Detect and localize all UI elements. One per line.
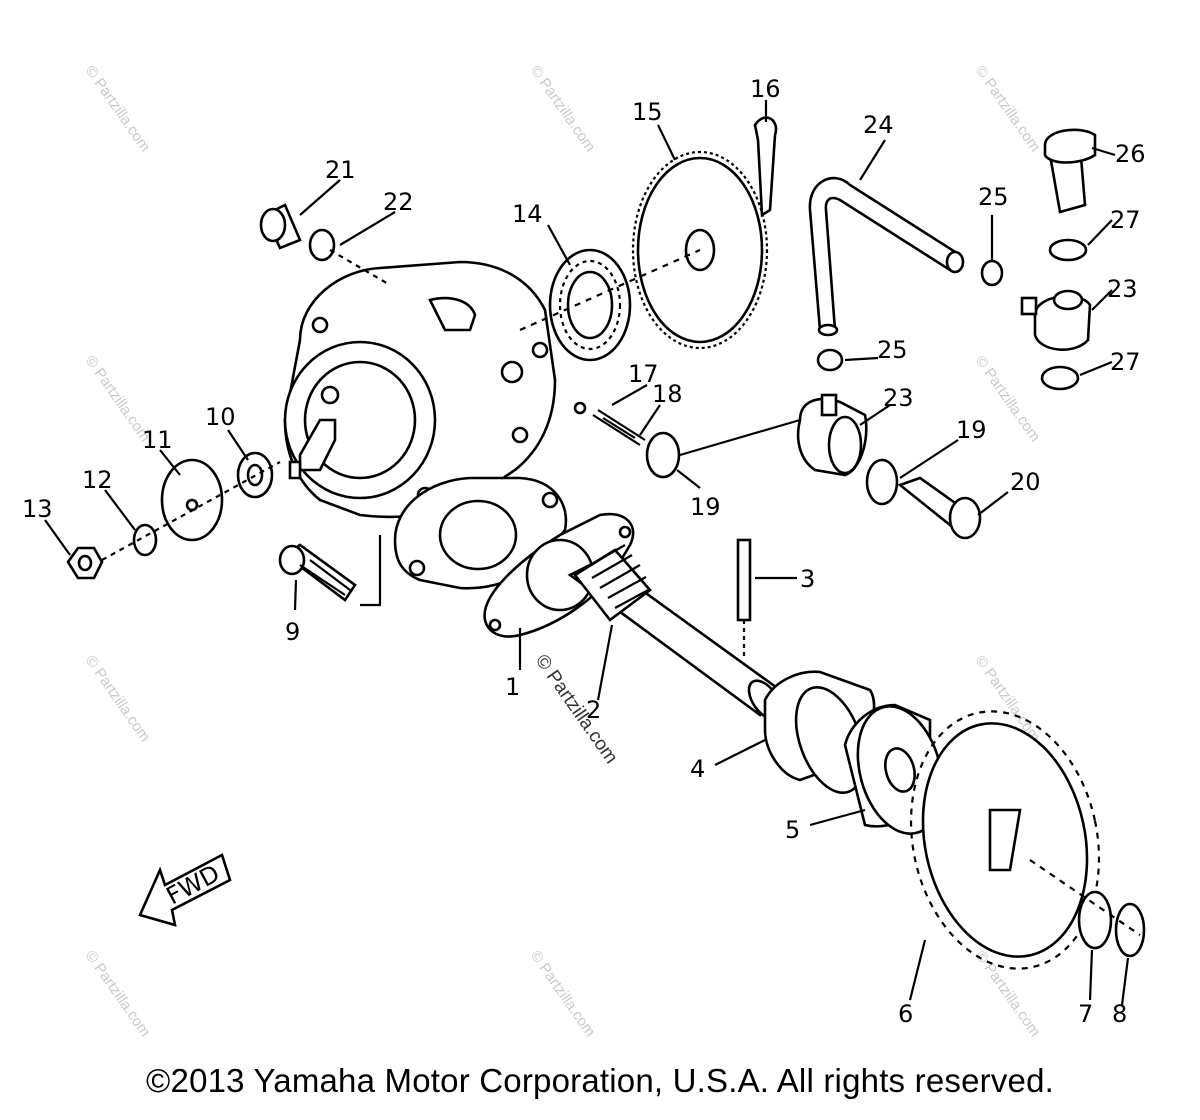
callout-16: 16 bbox=[750, 75, 781, 103]
right-hardware bbox=[980, 128, 1097, 391]
callout-22: 22 bbox=[383, 188, 414, 216]
bolt-20 bbox=[865, 458, 982, 540]
watermark: © Partzilla.com bbox=[82, 63, 154, 156]
gear-hub-5 bbox=[843, 703, 944, 835]
callout-21: 21 bbox=[325, 156, 356, 184]
gear-6 bbox=[909, 710, 1101, 970]
watermark-center: © Partzilla.com bbox=[531, 651, 622, 768]
callout-4: 4 bbox=[690, 755, 705, 783]
callout-9: 9 bbox=[285, 618, 300, 646]
hose-24 bbox=[808, 176, 965, 337]
washers-7-8 bbox=[1029, 859, 1146, 958]
callout-25a: 25 bbox=[877, 336, 908, 364]
callout-24: 24 bbox=[863, 111, 894, 139]
watermark: © Partzilla.com bbox=[972, 948, 1044, 1041]
callout-12: 12 bbox=[82, 466, 113, 494]
bolt-9 bbox=[278, 535, 382, 607]
callout-3: 3 bbox=[800, 565, 815, 593]
fwd-label: FWD bbox=[162, 859, 225, 910]
callout-14: 14 bbox=[512, 200, 543, 228]
callout-5: 5 bbox=[785, 816, 800, 844]
callout-23a: 23 bbox=[883, 384, 914, 412]
callout-11: 11 bbox=[142, 426, 173, 454]
cotter-pin-16 bbox=[753, 116, 778, 218]
gear-15 bbox=[519, 150, 769, 350]
shaft-2 bbox=[567, 544, 783, 721]
callout-27a: 27 bbox=[1110, 206, 1141, 234]
callout-25b: 25 bbox=[978, 183, 1009, 211]
spring-18 bbox=[573, 401, 801, 479]
watermark: © Partzilla.com bbox=[82, 653, 154, 746]
callout-23b: 23 bbox=[1107, 275, 1138, 303]
bearing-14 bbox=[548, 248, 632, 362]
watermark: © Partzilla.com bbox=[82, 948, 154, 1041]
callout-labels: 1 2 3 4 5 6 7 8 9 10 11 12 13 14 15 16 1… bbox=[22, 75, 1146, 1028]
callout-7: 7 bbox=[1078, 1000, 1093, 1028]
left-hardware bbox=[66, 451, 281, 580]
callout-15: 15 bbox=[632, 98, 663, 126]
callout-1: 1 bbox=[505, 673, 520, 701]
leader-lines bbox=[44, 100, 1130, 1006]
oil-pump-body bbox=[283, 260, 568, 590]
callout-27b: 27 bbox=[1110, 348, 1141, 376]
callout-2: 2 bbox=[586, 696, 601, 724]
banjo-23-lower bbox=[796, 348, 868, 477]
fwd-arrow: FWD bbox=[138, 853, 232, 927]
copyright-notice: ©2013 Yamaha Motor Corporation, U.S.A. A… bbox=[146, 1062, 1054, 1099]
callout-18: 18 bbox=[652, 380, 683, 408]
callout-6: 6 bbox=[898, 1000, 913, 1028]
watermark: © Partzilla.com bbox=[527, 63, 599, 156]
callout-26: 26 bbox=[1115, 140, 1146, 168]
callout-13: 13 bbox=[22, 495, 53, 523]
callout-17: 17 bbox=[628, 360, 659, 388]
watermark: © Partzilla.com bbox=[527, 948, 599, 1041]
callout-10: 10 bbox=[205, 403, 236, 431]
callout-19a: 19 bbox=[690, 493, 721, 521]
callout-8: 8 bbox=[1112, 1000, 1127, 1028]
callout-19b: 19 bbox=[956, 416, 987, 444]
watermark: © Partzilla.com bbox=[972, 63, 1044, 156]
callout-20: 20 bbox=[1010, 468, 1041, 496]
gasket-1 bbox=[483, 512, 635, 638]
pin-3 bbox=[736, 538, 752, 660]
screw-21 bbox=[259, 203, 391, 286]
